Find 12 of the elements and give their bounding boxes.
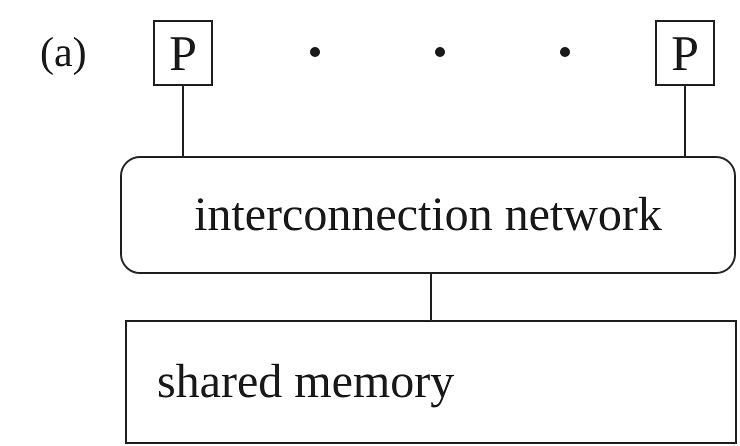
connector-line [684, 86, 686, 156]
processor-box [655, 20, 715, 86]
network-box [120, 156, 736, 274]
connector-line [182, 86, 184, 156]
connector-line [430, 274, 432, 320]
node-label: P [671, 28, 699, 78]
node-label: P [169, 28, 197, 78]
panel-label: (a) [40, 32, 87, 74]
memory-box [125, 320, 737, 444]
node-label: shared memory [157, 358, 454, 406]
processor-box [153, 20, 213, 86]
node-label: interconnection network [194, 191, 662, 239]
